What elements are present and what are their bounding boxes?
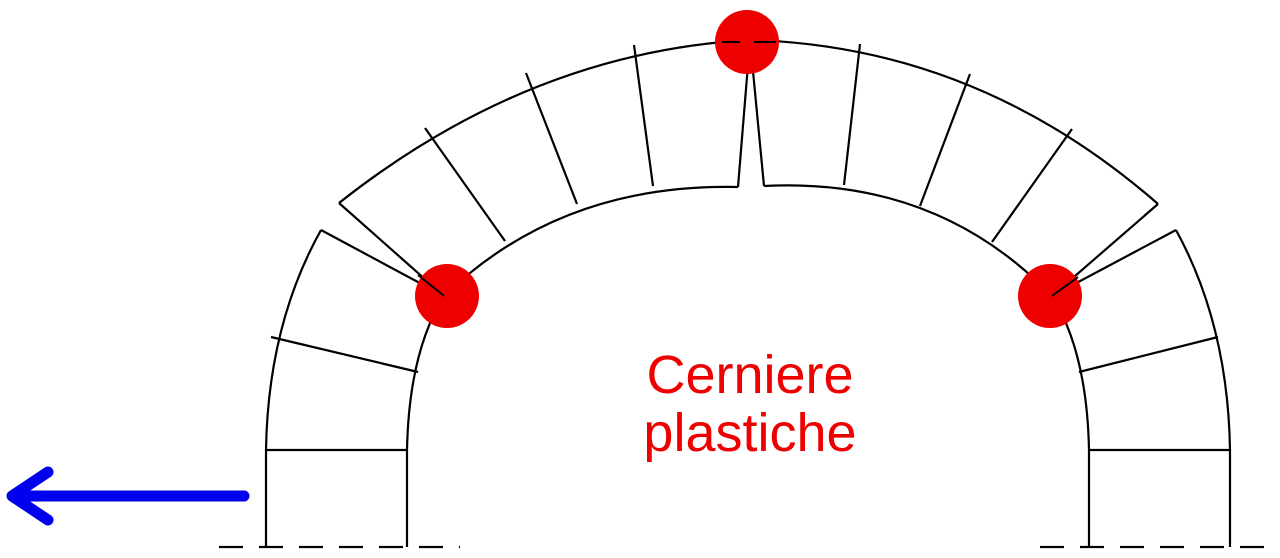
- left-upper-intrados: [443, 185, 739, 297]
- right-upper-joint-4: [991, 128, 1073, 243]
- plastic-hinges-label-line-1: Cerniere: [646, 345, 854, 405]
- plastic-hinges-label-line-2: plastiche: [643, 403, 857, 463]
- left-hinge-joint-over: [417, 274, 445, 297]
- arch: [264, 38, 1232, 547]
- right-lower-extrados: [1175, 229, 1232, 451]
- hinges: [415, 10, 1082, 328]
- hinge-left: [415, 264, 479, 328]
- right-lower-segment: [1051, 229, 1232, 451]
- arrow-left-icon: [6, 466, 250, 526]
- right-pier: [1087, 448, 1232, 547]
- arrow-head: [6, 466, 54, 526]
- left-lower-joint-1: [270, 335, 419, 374]
- right-upper-joint-3: [918, 73, 972, 207]
- right-upper-segment: [748, 38, 1159, 297]
- left-upper-extrados: [338, 38, 751, 204]
- right-lower-joint-2: [1078, 335, 1219, 374]
- left-upper-joint-2: [424, 127, 506, 242]
- plastic-hinges-label: Cerniere plastiche: [550, 346, 950, 462]
- hinge-joints: [417, 41, 1079, 297]
- right-upper-intrados: [763, 184, 1053, 297]
- right-upper-joint-2: [842, 43, 862, 186]
- left-upper-joint-4: [632, 44, 655, 187]
- left-pier: [264, 448, 409, 547]
- left-lower-extrados: [264, 229, 322, 451]
- hinge-crown: [715, 10, 779, 74]
- right-hinge-joint-over: [1051, 276, 1079, 297]
- hinge-right: [1018, 264, 1082, 328]
- left-upper-joint-3: [524, 72, 579, 205]
- right-upper-extrados: [749, 38, 1159, 205]
- left-lower-segment: [264, 229, 445, 451]
- left-upper-segment: [338, 38, 752, 297]
